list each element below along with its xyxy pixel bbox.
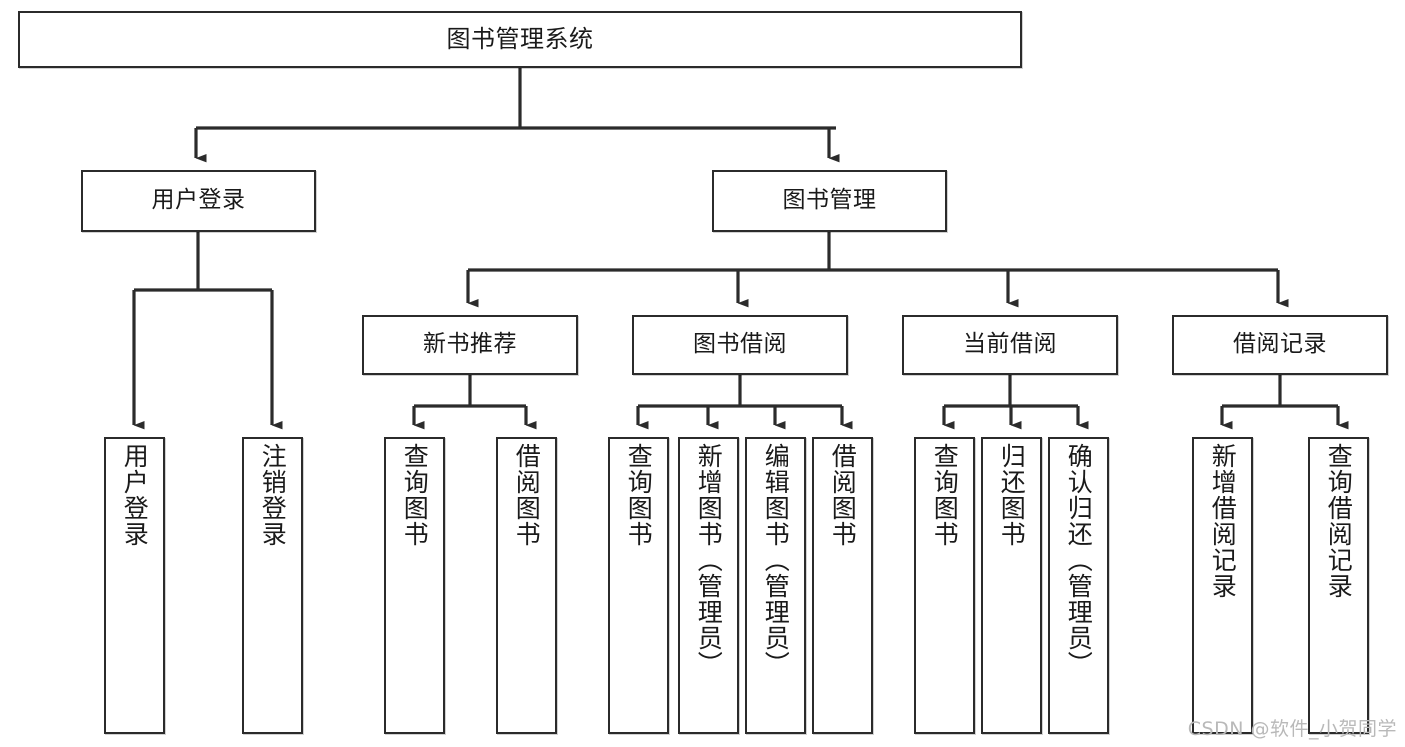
node-book-borrow[interactable]: 图书借阅 [632, 315, 848, 375]
node-label: 用户登录 [120, 443, 150, 547]
node-user-login[interactable]: 用户登录 [81, 170, 316, 232]
node-leaf-query-book-current[interactable]: 查询图书 [914, 437, 975, 734]
node-label: 图书管理系统 [446, 25, 594, 54]
node-leaf-query-book-recommend[interactable]: 查询图书 [384, 437, 445, 734]
node-label: 图书管理 [782, 187, 877, 214]
node-root-book-management-system[interactable]: 图书管理系统 [18, 11, 1022, 68]
node-leaf-user-logout[interactable]: 注销登录 [242, 437, 303, 734]
node-label: 当前借阅 [963, 331, 1057, 358]
node-label: 注销登录 [258, 443, 288, 547]
node-leaf-query-book-borrow[interactable]: 查询图书 [608, 437, 669, 734]
node-label: 查询图书 [930, 443, 960, 547]
node-leaf-edit-book[interactable]: 编辑图书（管理员） [745, 437, 806, 734]
watermark-text: CSDN @软件_小贺同学 [1187, 718, 1397, 740]
node-label: 借阅记录 [1233, 331, 1327, 358]
node-label: 查询图书 [400, 443, 430, 547]
node-label: 借阅图书 [828, 443, 858, 547]
node-label: 查询借阅记录 [1324, 443, 1354, 599]
node-leaf-user-login[interactable]: 用户登录 [104, 437, 165, 734]
node-label: 新书推荐 [423, 331, 517, 358]
node-leaf-borrow-book-recommend[interactable]: 借阅图书 [496, 437, 557, 734]
node-label: 确认归还（管理员） [1064, 443, 1094, 677]
node-book-manage[interactable]: 图书管理 [712, 170, 947, 232]
node-leaf-confirm-return[interactable]: 确认归还（管理员） [1048, 437, 1109, 734]
node-leaf-return-book[interactable]: 归还图书 [981, 437, 1042, 734]
node-label: 新增借阅记录 [1208, 443, 1238, 599]
node-label: 归还图书 [997, 443, 1027, 547]
node-label: 图书借阅 [693, 331, 787, 358]
node-current-borrow[interactable]: 当前借阅 [902, 315, 1118, 375]
node-leaf-borrow-book[interactable]: 借阅图书 [812, 437, 873, 734]
node-leaf-query-borrow-record[interactable]: 查询借阅记录 [1308, 437, 1369, 734]
node-label: 用户登录 [151, 187, 246, 214]
node-leaf-add-borrow-record[interactable]: 新增借阅记录 [1192, 437, 1253, 734]
node-label: 查询图书 [624, 443, 654, 547]
node-label: 借阅图书 [512, 443, 542, 547]
node-label: 编辑图书（管理员） [761, 443, 791, 677]
node-label: 新增图书（管理员） [694, 443, 724, 677]
node-borrow-record[interactable]: 借阅记录 [1172, 315, 1388, 375]
node-new-book-recommend[interactable]: 新书推荐 [362, 315, 578, 375]
node-leaf-add-book[interactable]: 新增图书（管理员） [678, 437, 739, 734]
